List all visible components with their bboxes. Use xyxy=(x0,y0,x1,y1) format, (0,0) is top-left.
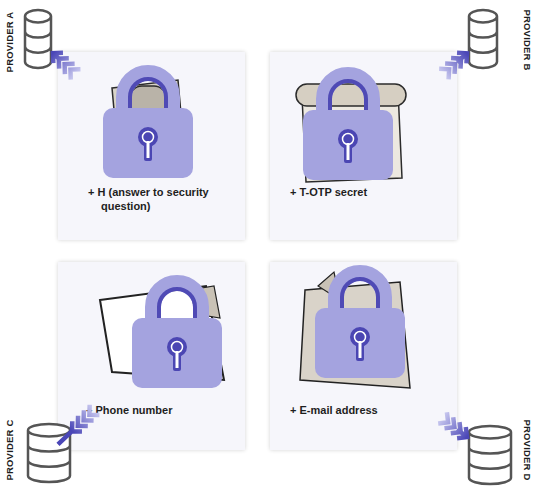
document-lock-icon xyxy=(300,272,410,388)
database-outline xyxy=(469,10,497,68)
document-lock-icon xyxy=(103,73,193,178)
database-symbol xyxy=(467,8,499,70)
card-box: + H (answer to security question) xyxy=(58,52,245,240)
secret-label: + T-OTP secret xyxy=(290,185,450,199)
provider-label: PROVIDER C xyxy=(4,419,15,480)
provider-label: PROVIDER D xyxy=(522,419,533,480)
document-lock-icon xyxy=(100,283,224,388)
chevron-arrow xyxy=(58,405,99,445)
chevron-arrow xyxy=(53,53,80,80)
database-node: PROVIDER C xyxy=(26,422,72,484)
provider-label: PROVIDER A xyxy=(4,12,15,73)
chevron-arrow xyxy=(439,53,467,80)
secret-label: + E-mail address xyxy=(290,403,450,417)
database-outline xyxy=(469,426,511,484)
secret-label: + Phone number xyxy=(86,403,241,417)
card-box: + E-mail address xyxy=(270,262,457,450)
card-box: + T-OTP secret xyxy=(270,52,457,240)
database-symbol xyxy=(23,8,53,70)
provider-label: PROVIDER B xyxy=(522,9,533,70)
database-symbol xyxy=(26,422,72,484)
chevron-arrow xyxy=(438,412,467,438)
document-lock-icon xyxy=(296,75,406,182)
database-node: PROVIDER A xyxy=(23,8,53,70)
secret-label: + H (answer to security question) xyxy=(88,185,248,213)
database-node: PROVIDER B xyxy=(467,8,499,70)
card-box: + Phone number xyxy=(58,262,245,450)
database-symbol xyxy=(467,424,513,486)
database-outline xyxy=(25,10,51,68)
database-outline xyxy=(28,424,70,482)
database-node: PROVIDER D xyxy=(467,424,513,486)
